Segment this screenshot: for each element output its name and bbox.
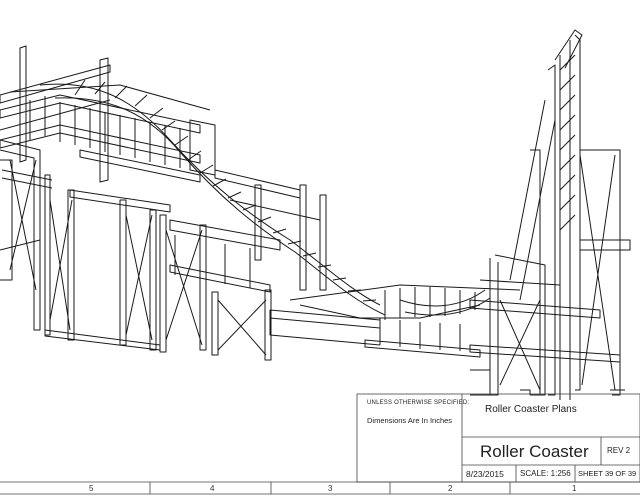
zone-ticks	[149, 482, 511, 494]
descending-track	[39, 79, 386, 316]
project-name: Roller Coaster Plans	[485, 404, 577, 415]
left-support-frames	[0, 139, 207, 353]
zone-label-5: 5	[89, 484, 94, 493]
title-block-frame	[356, 393, 640, 483]
upper-deck	[0, 45, 216, 183]
sheet-number: SHEET 39 OF 39	[578, 469, 637, 478]
revision-label: REV 2	[607, 446, 631, 455]
mid-support-tower	[169, 219, 281, 361]
notes-heading: UNLESS OTHERWISE SPECIFIED:	[367, 400, 470, 406]
zone-label-3: 3	[328, 484, 333, 493]
lift-hill-tower	[470, 29, 631, 400]
zone-label-1: 1	[572, 484, 577, 493]
zone-label-2: 2	[448, 484, 453, 493]
zone-label-4: 4	[210, 484, 215, 493]
drawing-date: 8/23/2015	[466, 469, 504, 479]
lower-platform	[269, 279, 621, 363]
drawing-title: Roller Coaster	[480, 442, 589, 461]
dimensions-note: Dimensions Are In Inches	[367, 416, 453, 425]
drawing-scale: SCALE: 1:256	[520, 469, 571, 478]
roller-coaster-structure	[0, 29, 631, 400]
